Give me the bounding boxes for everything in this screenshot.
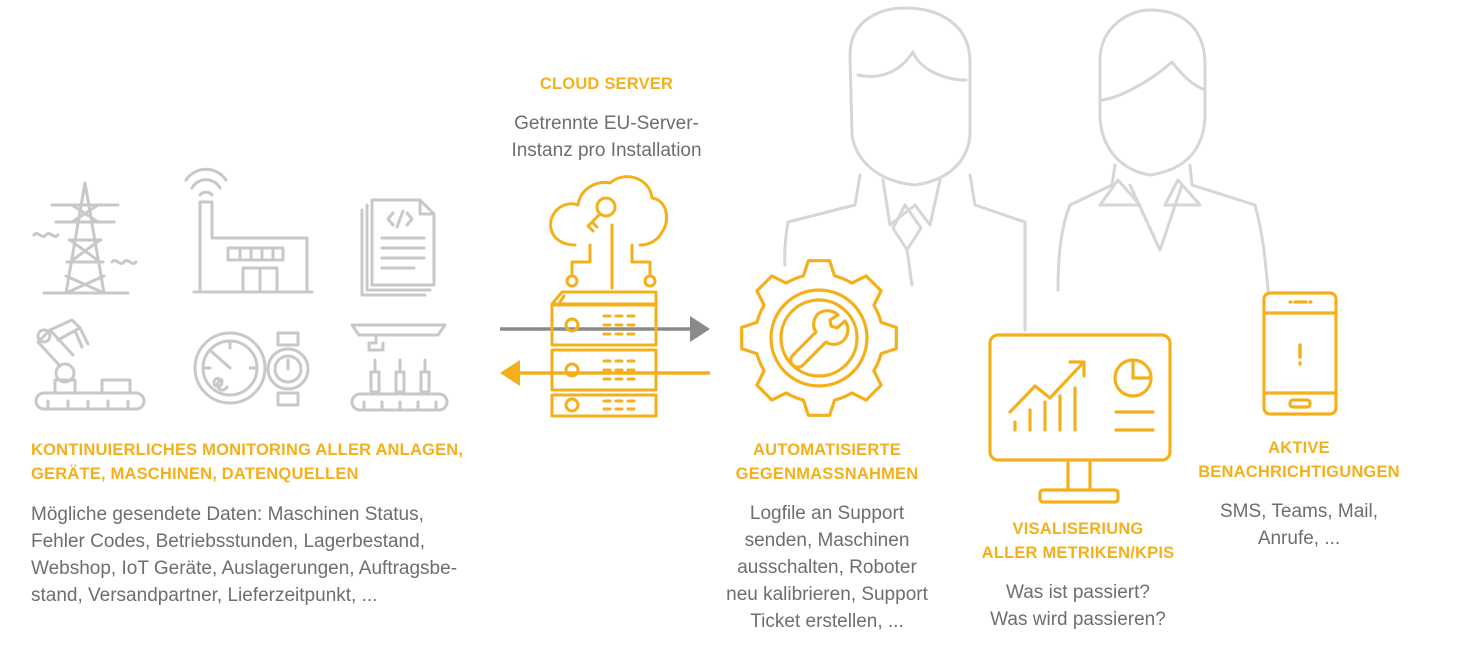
cloud-server-title: CLOUD SERVER	[539, 75, 674, 93]
cloud-server-desc: Getrennte EU-Server- Instanz pro Install…	[511, 113, 702, 161]
visualization-desc: Was ist passiert? Was wird passieren?	[990, 582, 1166, 630]
gear-wrench-icon	[740, 259, 898, 417]
visualization-title: VISALISERIUNG ALLER METRIKEN/KPIS	[981, 520, 1175, 562]
measures-title: AUTOMATISIERTE GEGENMASSNAHMEN	[735, 441, 919, 483]
server-rack-icon	[550, 290, 658, 418]
factory-icon	[184, 167, 314, 294]
smartphone-alert-icon	[1262, 291, 1338, 416]
notification-desc: SMS, Teams, Mail, Anrufe, ...	[1219, 501, 1379, 549]
upload-arrow	[500, 316, 710, 342]
notification-title: AKTIVE BENACHRICHTIGUNGEN	[1198, 439, 1400, 481]
monitoring-desc: Mögliche gesendete Daten: Maschinen Stat…	[31, 504, 458, 606]
command-arrow	[500, 360, 710, 386]
dashboard-monitor-icon	[988, 333, 1172, 504]
gauge-watch-icon	[193, 331, 310, 407]
power-tower-icon	[32, 181, 138, 295]
code-document-icon	[360, 198, 436, 297]
robot-arm-icon	[34, 318, 146, 411]
monitoring-title: KONTINUIERLICHES MONITORING ALLER ANLAGE…	[31, 441, 464, 483]
measures-desc: Logfile an Support senden, Maschinen aus…	[726, 503, 928, 632]
people-silhouette-icon	[783, 6, 1270, 332]
cloud-key-icon	[549, 175, 669, 290]
bottling-line-icon	[350, 323, 449, 412]
